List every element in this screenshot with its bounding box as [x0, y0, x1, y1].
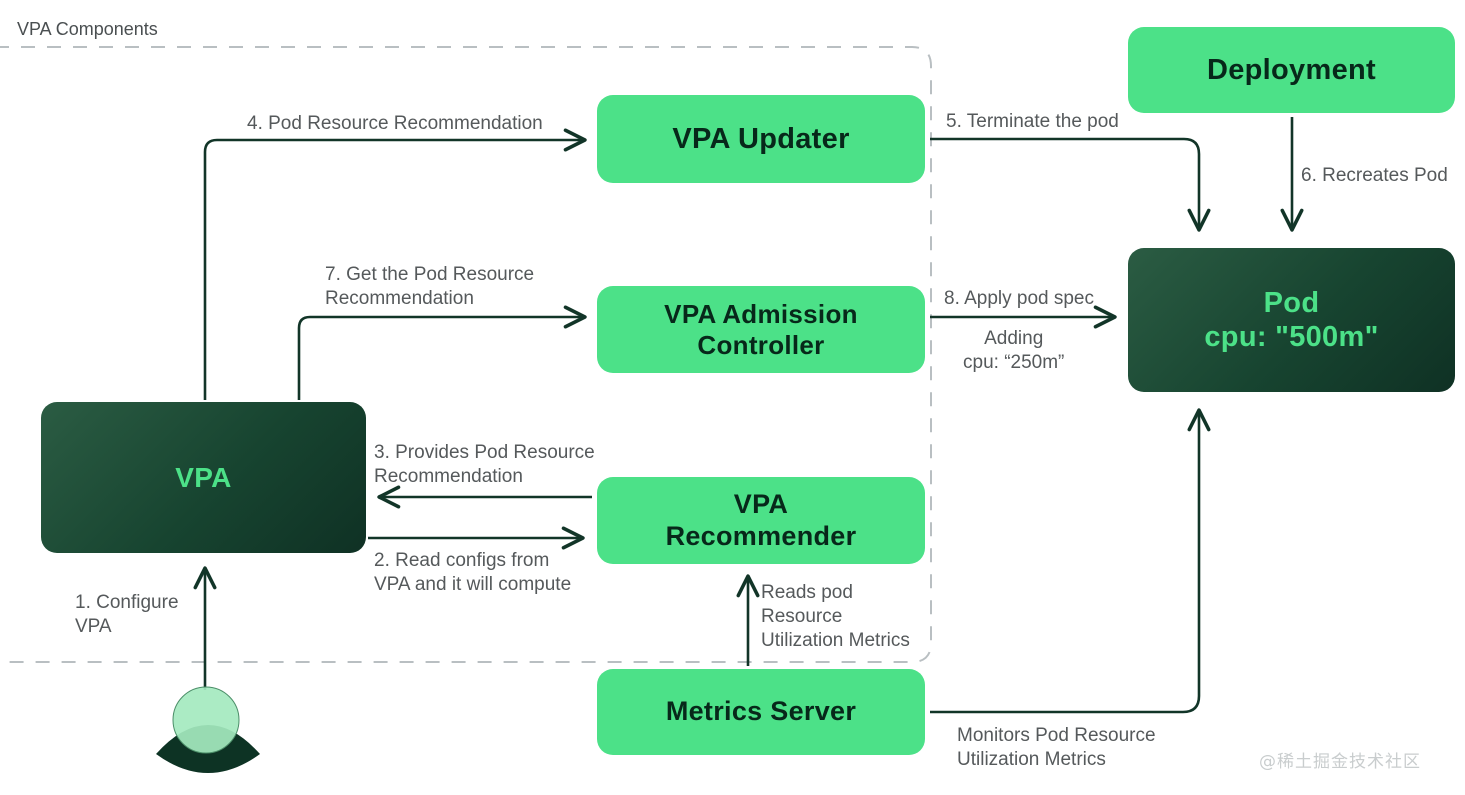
node-vpa-recommender-line2: Recommender: [665, 520, 857, 551]
user-avatar-icon: [156, 686, 260, 773]
node-vpa-admission-controller-line1: VPA Admission: [664, 298, 858, 329]
node-vpa-label: VPA: [175, 461, 232, 493]
node-vpa-admission-controller-line2: Controller: [697, 329, 825, 360]
edge-label-step1: 1. Configure VPA: [75, 592, 179, 637]
edge-label-step6: 6. Recreates Pod: [1301, 165, 1448, 186]
node-vpa-admission-controller-label: VPA Admission Controller: [664, 299, 858, 360]
edge-vpa-to-admission: [297, 305, 587, 400]
edge-label-step4: 4. Pod Resource Recommendation: [247, 113, 543, 134]
node-vpa-recommender[interactable]: VPA Recommender: [597, 477, 925, 564]
edge-metrics-to-pod: [930, 408, 1211, 714]
node-vpa-recommender-label: VPA Recommender: [666, 489, 857, 553]
edge-label-step7: 7. Get the Pod Resource Recommendation: [325, 264, 535, 309]
node-vpa-updater-label: VPA Updater: [672, 122, 850, 155]
node-vpa[interactable]: VPA: [41, 402, 366, 553]
edge-label-step8-detail: Adding cpu: “250m”: [963, 328, 1065, 373]
edge-label-reads-metrics: Reads pod Resource Utilization Metrics: [761, 582, 910, 651]
edge-vpa-to-updater: [203, 128, 587, 400]
node-deployment-label: Deployment: [1207, 53, 1376, 86]
edge-label-step2: 2. Read configs from VPA and it will com…: [374, 550, 572, 595]
node-vpa-admission-controller[interactable]: VPA Admission Controller: [597, 286, 925, 373]
edge-label-step3: 3. Provides Pod Resource Recommendation: [374, 442, 595, 487]
edge-label-monitors-metrics: Monitors Pod Resource Utilization Metric…: [957, 725, 1156, 770]
avatar-head: [172, 686, 240, 754]
vpa-components-boundary: [0, 46, 932, 663]
node-pod-line1: Pod: [1263, 286, 1320, 319]
edge-label-step5: 5. Terminate the pod: [946, 111, 1119, 132]
edge-updater-to-pod-terminate: [930, 137, 1211, 232]
node-vpa-recommender-line1: VPA: [733, 488, 789, 519]
node-metrics-server-label: Metrics Server: [665, 696, 857, 727]
node-pod-line2: cpu: "500m": [1204, 321, 1379, 353]
node-pod[interactable]: Pod cpu: "500m": [1128, 248, 1455, 392]
node-pod-label: Pod cpu: "500m": [1204, 286, 1378, 354]
node-vpa-updater[interactable]: VPA Updater: [597, 95, 925, 183]
node-metrics-server[interactable]: Metrics Server: [597, 669, 925, 755]
section-title: VPA Components: [17, 19, 158, 39]
node-deployment[interactable]: Deployment: [1128, 27, 1455, 113]
watermark: @稀土掘金技术社区: [1259, 752, 1421, 772]
edge-label-step8: 8. Apply pod spec: [944, 288, 1094, 309]
